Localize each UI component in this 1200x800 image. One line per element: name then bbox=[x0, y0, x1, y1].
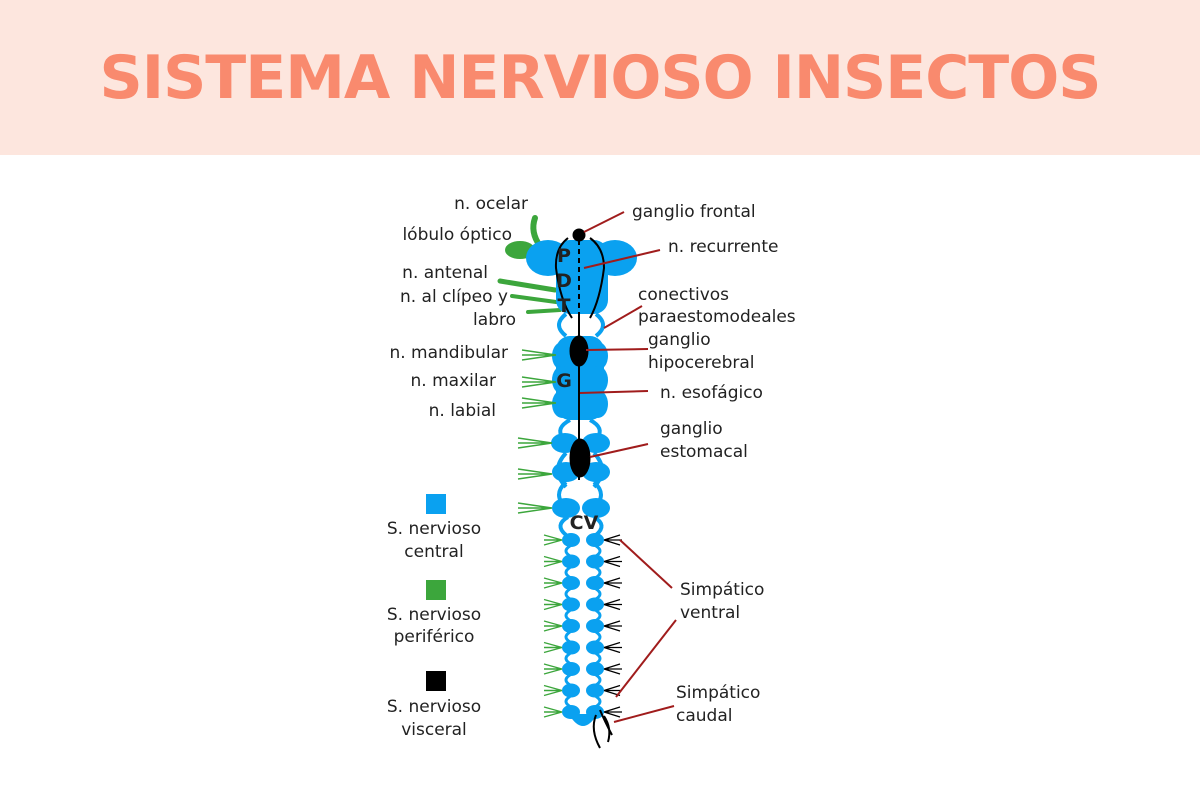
abdominal-connective bbox=[564, 544, 602, 558]
abdominal-nerve bbox=[543, 534, 563, 546]
mouthpart-nerve bbox=[521, 376, 557, 388]
legend-visceral-2: visceral bbox=[401, 720, 467, 740]
thoracic-nerve bbox=[517, 502, 553, 514]
label-labro: labro bbox=[473, 310, 516, 330]
thoracic-nerve bbox=[517, 468, 553, 480]
abdominal-connective bbox=[564, 673, 602, 687]
sympathetic-branch bbox=[603, 534, 622, 546]
legend-swatch-peripheral bbox=[426, 580, 446, 600]
abdominal-ganglion bbox=[586, 619, 604, 633]
label-paraestomodeales: paraestomodeales bbox=[638, 307, 796, 327]
legend-peripheral-2: periférico bbox=[394, 627, 475, 647]
abdominal-connective bbox=[564, 609, 602, 622]
abdominal-nerve bbox=[543, 641, 563, 654]
page-title: SISTEMA NERVIOSO INSECTOS bbox=[99, 42, 1102, 113]
abdominal-ganglion bbox=[586, 640, 604, 655]
thoracic-nerve bbox=[517, 437, 553, 449]
leader-lines bbox=[579, 211, 677, 723]
abdominal-ganglia-chain bbox=[562, 533, 604, 726]
abdominal-connective bbox=[564, 695, 602, 708]
label-ganglio-frontal: ganglio frontal bbox=[632, 202, 756, 222]
abdominal-ganglion bbox=[562, 554, 580, 569]
label-n-labial: n. labial bbox=[429, 401, 496, 421]
label-hipocerebral: hipocerebral bbox=[648, 353, 755, 373]
sympathetic-branch bbox=[603, 598, 622, 611]
abdominal-connective bbox=[564, 652, 602, 665]
label-ganglio-esto: ganglio bbox=[660, 419, 723, 439]
legend: S. nervioso central S. nervioso periféri… bbox=[387, 494, 481, 740]
region-p-label: P bbox=[557, 245, 571, 267]
abdominal-nerve bbox=[543, 663, 563, 675]
label-ganglio-hipo: ganglio bbox=[648, 330, 711, 350]
mouthpart-nerve bbox=[521, 349, 557, 361]
abdominal-ganglion bbox=[562, 640, 580, 655]
abdominal-connective bbox=[564, 587, 602, 601]
label-n-mandibular: n. mandibular bbox=[389, 343, 508, 363]
abdominal-nerve bbox=[543, 555, 563, 568]
central-nervous-system bbox=[526, 240, 637, 537]
label-simpatico-ventral: Simpático bbox=[680, 580, 764, 600]
abdominal-ganglion bbox=[562, 619, 580, 633]
legend-peripheral-1: S. nervioso bbox=[387, 605, 481, 625]
abdominal-nerve bbox=[543, 706, 563, 718]
abdominal-ganglion bbox=[562, 597, 580, 612]
abdominal-ganglion bbox=[586, 554, 604, 569]
label-lobulo-optico: lóbulo óptico bbox=[402, 225, 512, 245]
label-conectivos: conectivos bbox=[638, 285, 729, 305]
label-simpatico-caudal: Simpático bbox=[676, 683, 760, 703]
legend-central-1: S. nervioso bbox=[387, 519, 481, 539]
title-banner: SISTEMA NERVIOSO INSECTOS bbox=[0, 0, 1200, 155]
right-labels: ganglio frontal n. recurrente conectivos… bbox=[632, 202, 796, 726]
region-g-label: G bbox=[556, 370, 572, 392]
abdominal-ganglion bbox=[586, 683, 604, 698]
label-n-maxilar: n. maxilar bbox=[411, 371, 496, 391]
sympathetic-branch bbox=[603, 620, 622, 632]
sympathetic-branch bbox=[603, 663, 622, 675]
label-estomacal: estomacal bbox=[660, 442, 748, 462]
legend-visceral-1: S. nervioso bbox=[387, 697, 481, 717]
visceral-nervous-system bbox=[554, 228, 613, 749]
region-t-label: T bbox=[558, 295, 571, 317]
region-labels: P D T G CV bbox=[556, 245, 599, 534]
abdominal-ganglion bbox=[562, 576, 580, 590]
legend-swatch-visceral bbox=[426, 671, 446, 691]
mouthpart-nerve bbox=[521, 397, 557, 409]
sympathetic-branch bbox=[603, 577, 622, 589]
legend-swatch-central bbox=[426, 494, 446, 514]
label-n-esofagico: n. esofágico bbox=[660, 383, 763, 403]
abdominal-ganglion bbox=[562, 662, 580, 676]
abdominal-connective bbox=[564, 630, 602, 644]
region-cv-label: CV bbox=[570, 512, 599, 534]
abdominal-nerve bbox=[543, 620, 563, 632]
abdominal-ganglion bbox=[562, 533, 580, 547]
lateral-nerves bbox=[517, 349, 622, 718]
abdominal-ganglion bbox=[586, 662, 604, 676]
abdominal-ganglion bbox=[586, 533, 604, 547]
left-labels: n. ocelar lóbulo óptico n. antenal n. al… bbox=[389, 194, 528, 421]
abdominal-nerve bbox=[543, 577, 563, 589]
sympathetic-branch bbox=[603, 555, 622, 568]
label-n-antenal: n. antenal bbox=[402, 263, 488, 283]
abdominal-nerve bbox=[543, 684, 563, 697]
region-d-label: D bbox=[556, 270, 572, 292]
abdominal-ganglion bbox=[586, 597, 604, 612]
label-n-recurrente: n. recurrente bbox=[668, 237, 778, 257]
legend-central-2: central bbox=[404, 542, 463, 562]
label-n-clipeo: n. al clípeo y bbox=[400, 287, 508, 307]
label-caudal: caudal bbox=[676, 706, 732, 726]
sympathetic-branch bbox=[603, 706, 622, 718]
abdominal-ganglion bbox=[562, 683, 580, 698]
label-ventral: ventral bbox=[680, 603, 740, 623]
abdominal-ganglion bbox=[586, 576, 604, 590]
terminal-ganglion bbox=[569, 713, 597, 726]
abdominal-nerve bbox=[543, 598, 563, 611]
abdominal-connective bbox=[564, 566, 602, 579]
sympathetic-branch bbox=[603, 641, 622, 654]
label-n-ocelar: n. ocelar bbox=[454, 194, 528, 214]
